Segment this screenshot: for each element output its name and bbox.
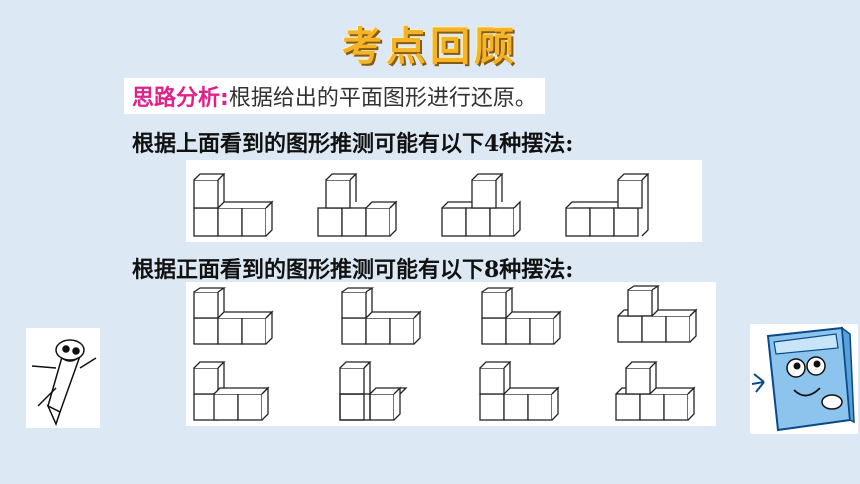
front-view-drawings <box>193 285 698 421</box>
cube-arrangement-1 <box>193 173 274 237</box>
page-title: 考点回顾 <box>342 24 518 70</box>
front-arrangement-1 <box>193 287 274 345</box>
top-view-text: 根据上面看到的图形推测可能有以下4种摆法: <box>132 131 574 157</box>
front-arrangement-3 <box>481 287 562 345</box>
front-arrangement-6 <box>339 361 408 421</box>
front-view-figures <box>186 282 716 426</box>
cube-arrangement-4 <box>565 173 650 237</box>
front-arrangement-7 <box>479 361 560 421</box>
front-arrangement-2 <box>341 287 422 345</box>
pencil-character-icon <box>26 328 100 428</box>
book-character-icon <box>750 324 858 434</box>
analysis-box: 思路分析: 根据给出的平面图形进行还原。 <box>124 78 545 114</box>
front-arrangement-5 <box>193 361 270 421</box>
front-arrangement-4 <box>617 285 698 343</box>
cube-arrangement-3 <box>441 173 521 237</box>
front-view-text: 根据正面看到的图形推测可能有以下8种摆法: <box>132 257 574 283</box>
top-view-drawings <box>193 173 650 237</box>
top-view-figures <box>186 160 702 242</box>
analysis-label: 思路分析: <box>132 86 229 111</box>
cube-arrangement-2 <box>317 173 398 237</box>
analysis-text: 根据给出的平面图形进行还原。 <box>228 86 537 111</box>
front-arrangement-8 <box>615 361 696 421</box>
